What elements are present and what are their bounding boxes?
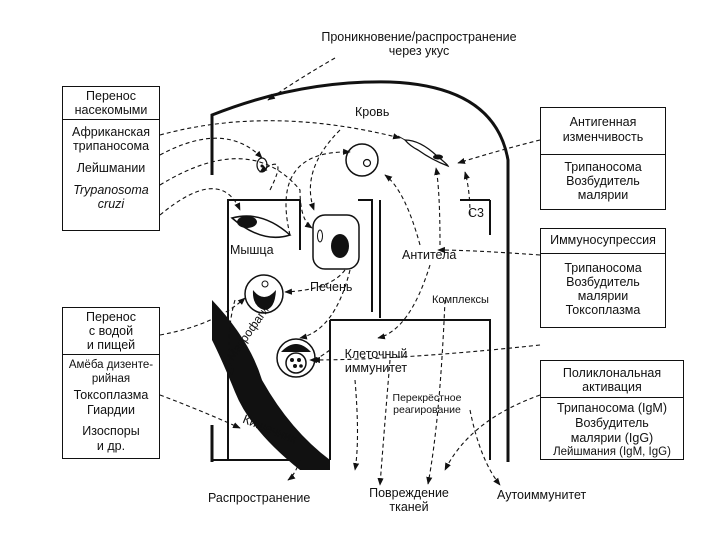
box-immuno-header: Иммуносупрессия: [550, 233, 656, 247]
box-insects-item: Trypanosoma: [73, 183, 149, 197]
intestine-shape: [212, 300, 330, 470]
box-immuno-item: Токсоплазма: [565, 303, 641, 317]
muscle-label: Мышца: [230, 243, 274, 257]
box-antigen-header-2: изменчивость: [562, 130, 644, 144]
box-water-item: Изоспоры: [82, 424, 140, 438]
muscle-cell: [230, 215, 292, 239]
cell-immunity-line2: иммунитет: [344, 361, 408, 375]
box-polyclonal-item: Трипаносома (IgM): [557, 401, 667, 415]
entry-label: Проникновение/распространение через укус: [304, 30, 534, 58]
macrophage-cell: [244, 274, 284, 314]
box-insects-item: трипаносома: [72, 139, 150, 153]
box-polyclonal-activation: Поликлональная активация Трипаносома (Ig…: [540, 360, 684, 460]
liver-label: Печень: [310, 280, 353, 294]
cross-reaction-line2: реагирование: [393, 404, 461, 416]
spread-label: Распространение: [208, 491, 311, 505]
tissue-damage-line1: Повреждение: [369, 486, 449, 500]
box-water-item: рийная: [91, 373, 131, 385]
box-insects-item: Лейшмании: [76, 161, 146, 175]
box-water-item: и др.: [96, 439, 126, 453]
box-immuno-item: малярии: [577, 289, 629, 303]
blood-cell: [345, 143, 379, 177]
antibodies-label: Антитела: [402, 248, 457, 262]
box-antigen-header-1: Антигенная: [569, 115, 637, 129]
box-polyclonal-item: малярии (IgG): [570, 431, 654, 445]
box-immuno-item: Трипаносома: [564, 261, 642, 275]
blood-label: Кровь: [355, 105, 390, 119]
box-insects-header-2: насекомыми: [74, 103, 148, 117]
box-antigen-item: Возбудитель: [566, 174, 640, 188]
box-antigen-item: Трипаносома: [564, 160, 642, 174]
box-polyclonal-item: Возбудитель: [575, 416, 649, 430]
entry-label-line2: через укус: [388, 44, 450, 58]
intestine-inner: [227, 412, 300, 461]
box-immunosuppression: Иммуносупрессия Трипаносома Возбудитель …: [540, 228, 666, 328]
tissue-damage-label: Повреждение тканей: [360, 486, 458, 514]
c3-label: С3: [468, 206, 484, 220]
intestinal-cyst: [276, 338, 316, 378]
autoimmunity-label: Аутоиммунитет: [497, 488, 587, 502]
tissue-damage-line2: тканей: [389, 500, 429, 514]
liver-cell: [312, 214, 360, 270]
entry-label-line1: Проникновение/распространение: [321, 30, 517, 44]
complexes-label: Комплексы: [432, 294, 489, 306]
box-water-food-transmission: Перенос с водой и пищей Амёба дизенте- р…: [62, 307, 160, 459]
box-water-header-1: Перенос: [86, 310, 136, 324]
box-polyclonal-header-2: активация: [582, 380, 642, 394]
box-water-item: Амёба дизенте-: [68, 359, 154, 371]
box-polyclonal-item: Лейшмания (IgM, IgG): [553, 446, 671, 458]
cross-reaction-label: Перекрёстное реагирование: [382, 392, 472, 416]
cell-immunity-label: Клеточный иммунитет: [330, 347, 422, 375]
box-water-item: Гиардии: [87, 403, 135, 417]
pathway-arrows: [159, 57, 541, 486]
box-polyclonal-header-1: Поликлональная: [562, 366, 662, 380]
box-insects-item: cruzi: [97, 197, 125, 211]
cross-reaction-line1: Перекрёстное: [392, 392, 462, 404]
box-water-header-2: с водой: [88, 324, 134, 338]
body-outline: [210, 80, 510, 462]
box-antigenic-variation: Антигенная изменчивость Трипаносома Возб…: [540, 107, 666, 210]
box-antigen-item: малярии: [577, 188, 629, 202]
box-insect-transmission: Перенос насекомыми Африканская трипаносо…: [62, 86, 160, 231]
box-insects-item: Африканская: [71, 125, 150, 139]
box-immuno-item: Возбудитель: [566, 275, 640, 289]
cell-immunity-line1: Клеточный: [344, 347, 408, 361]
box-insects-header-1: Перенос: [86, 89, 136, 103]
trypanosome: [397, 135, 450, 168]
box-water-header-3: и пищей: [86, 338, 136, 352]
box-water-item: Токсоплазма: [73, 388, 149, 402]
